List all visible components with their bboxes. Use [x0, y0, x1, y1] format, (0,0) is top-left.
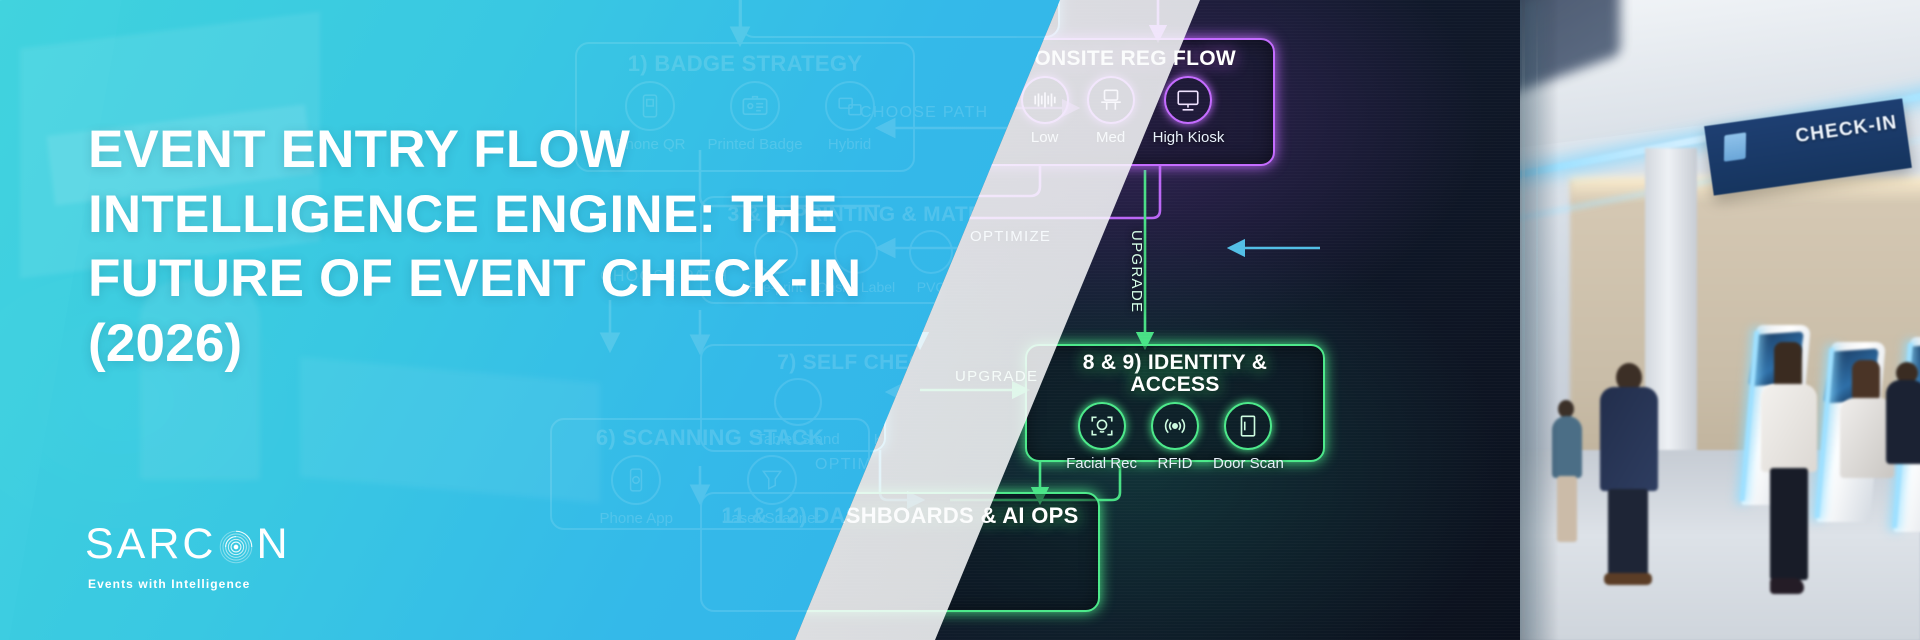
- ghost-scanning-title: 6) SCANNING STACK: [595, 425, 825, 450]
- counter-desk-icon: [1086, 76, 1135, 125]
- kiosk-screen-icon: [1164, 76, 1213, 125]
- rfid-wave-icon: [1150, 402, 1199, 451]
- ghost-label-phone-app: Phone App: [599, 510, 673, 528]
- label-door-scan: Door Scan: [1212, 455, 1284, 473]
- ghost-label-tablet: Tablet Stand: [756, 431, 840, 449]
- page-title: EVENT ENTRY FLOW INTELLIGENCE ENGINE: TH…: [88, 118, 968, 377]
- phone-qr-icon: [625, 81, 676, 132]
- ghost-badge-item-printed: Printed Badge: [707, 81, 803, 154]
- node-identity-item-facial[interactable]: Facial Rec: [1066, 402, 1137, 472]
- headline-line-3: FUTURE OF EVENT CHECK-IN: [88, 249, 862, 309]
- face-scan-icon: [1077, 402, 1126, 451]
- ghost-scanning-item-phone: Phone App: [600, 455, 673, 527]
- label-low: Low: [1030, 129, 1059, 147]
- ghost-tablet-stand-icon: [774, 378, 823, 427]
- logo-text-part2: N: [256, 520, 291, 568]
- node-identity-access[interactable]: 8 & 9) IDENTITY & ACCESS Facial Rec: [1025, 344, 1325, 472]
- node-identity-item-door[interactable]: Door Scan: [1213, 402, 1284, 472]
- logo-text-part1: SARC: [85, 520, 217, 568]
- ghost-node-goal: GOAL & STRATEGY (ROI, Experience): [740, 0, 1060, 38]
- logo-wordmark: SARC N: [85, 520, 415, 569]
- door-scan-icon: [1224, 402, 1273, 451]
- headline-line-2: INTELLIGENCE ENGINE: THE: [88, 184, 838, 244]
- id-badge-icon: [730, 81, 781, 132]
- flow-label-upgrade-2: UPGRADE: [1128, 230, 1145, 314]
- ghost-badge-title: 1) BADGE STRATEGY: [627, 51, 863, 76]
- node-onsite-item-med[interactable]: Med: [1086, 76, 1135, 147]
- node-onsite-item-high-kiosk[interactable]: High Kiosk: [1152, 76, 1225, 147]
- ghost-label-printed-badge: Printed Badge: [707, 136, 803, 154]
- ghost-selfcheckin-item-tablet: Tablet Stand: [756, 378, 840, 449]
- headline-line-4: (2026): [88, 313, 243, 373]
- spiral-o-icon: [218, 527, 254, 563]
- queue-low-icon: [1020, 76, 1069, 125]
- flow-label-optimize-2: OPTIMIZE: [970, 228, 1052, 245]
- sarcon-logo[interactable]: SARC N Events with Intelligence: [85, 520, 415, 591]
- venue-checkin-photo: CHECK-IN: [1500, 0, 1920, 640]
- label-rfid: RFID: [1157, 455, 1193, 473]
- label-med: Med: [1096, 129, 1126, 147]
- node-identity-title: 8 & 9) IDENTITY & ACCESS: [1082, 351, 1268, 397]
- photo-vignette: [1500, 0, 1920, 640]
- node-onsite-item-low[interactable]: Low: [1020, 76, 1069, 147]
- panel-shape-2: [140, 280, 260, 480]
- label-facial-rec: Facial Rec: [1066, 455, 1137, 473]
- node-identity-item-rfid[interactable]: RFID: [1150, 402, 1199, 473]
- ghost-flow-label-choose-path-2: CHOOSE PATH: [600, 268, 729, 285]
- logo-tagline: Events with Intelligence: [88, 577, 251, 591]
- label-high-kiosk: High Kiosk: [1152, 129, 1225, 147]
- ghost-label-phone-qr: Phone QR: [615, 136, 686, 154]
- headline-line-1: EVENT ENTRY FLOW: [88, 120, 631, 179]
- ghost-node-scanning: 6) SCANNING STACK Phone App: [550, 418, 870, 530]
- phone-scan-icon: [611, 455, 662, 506]
- ghost-label-preprint: Pre-print: [748, 279, 803, 296]
- ghost-badge-item-phoneqr: Phone QR: [615, 81, 685, 153]
